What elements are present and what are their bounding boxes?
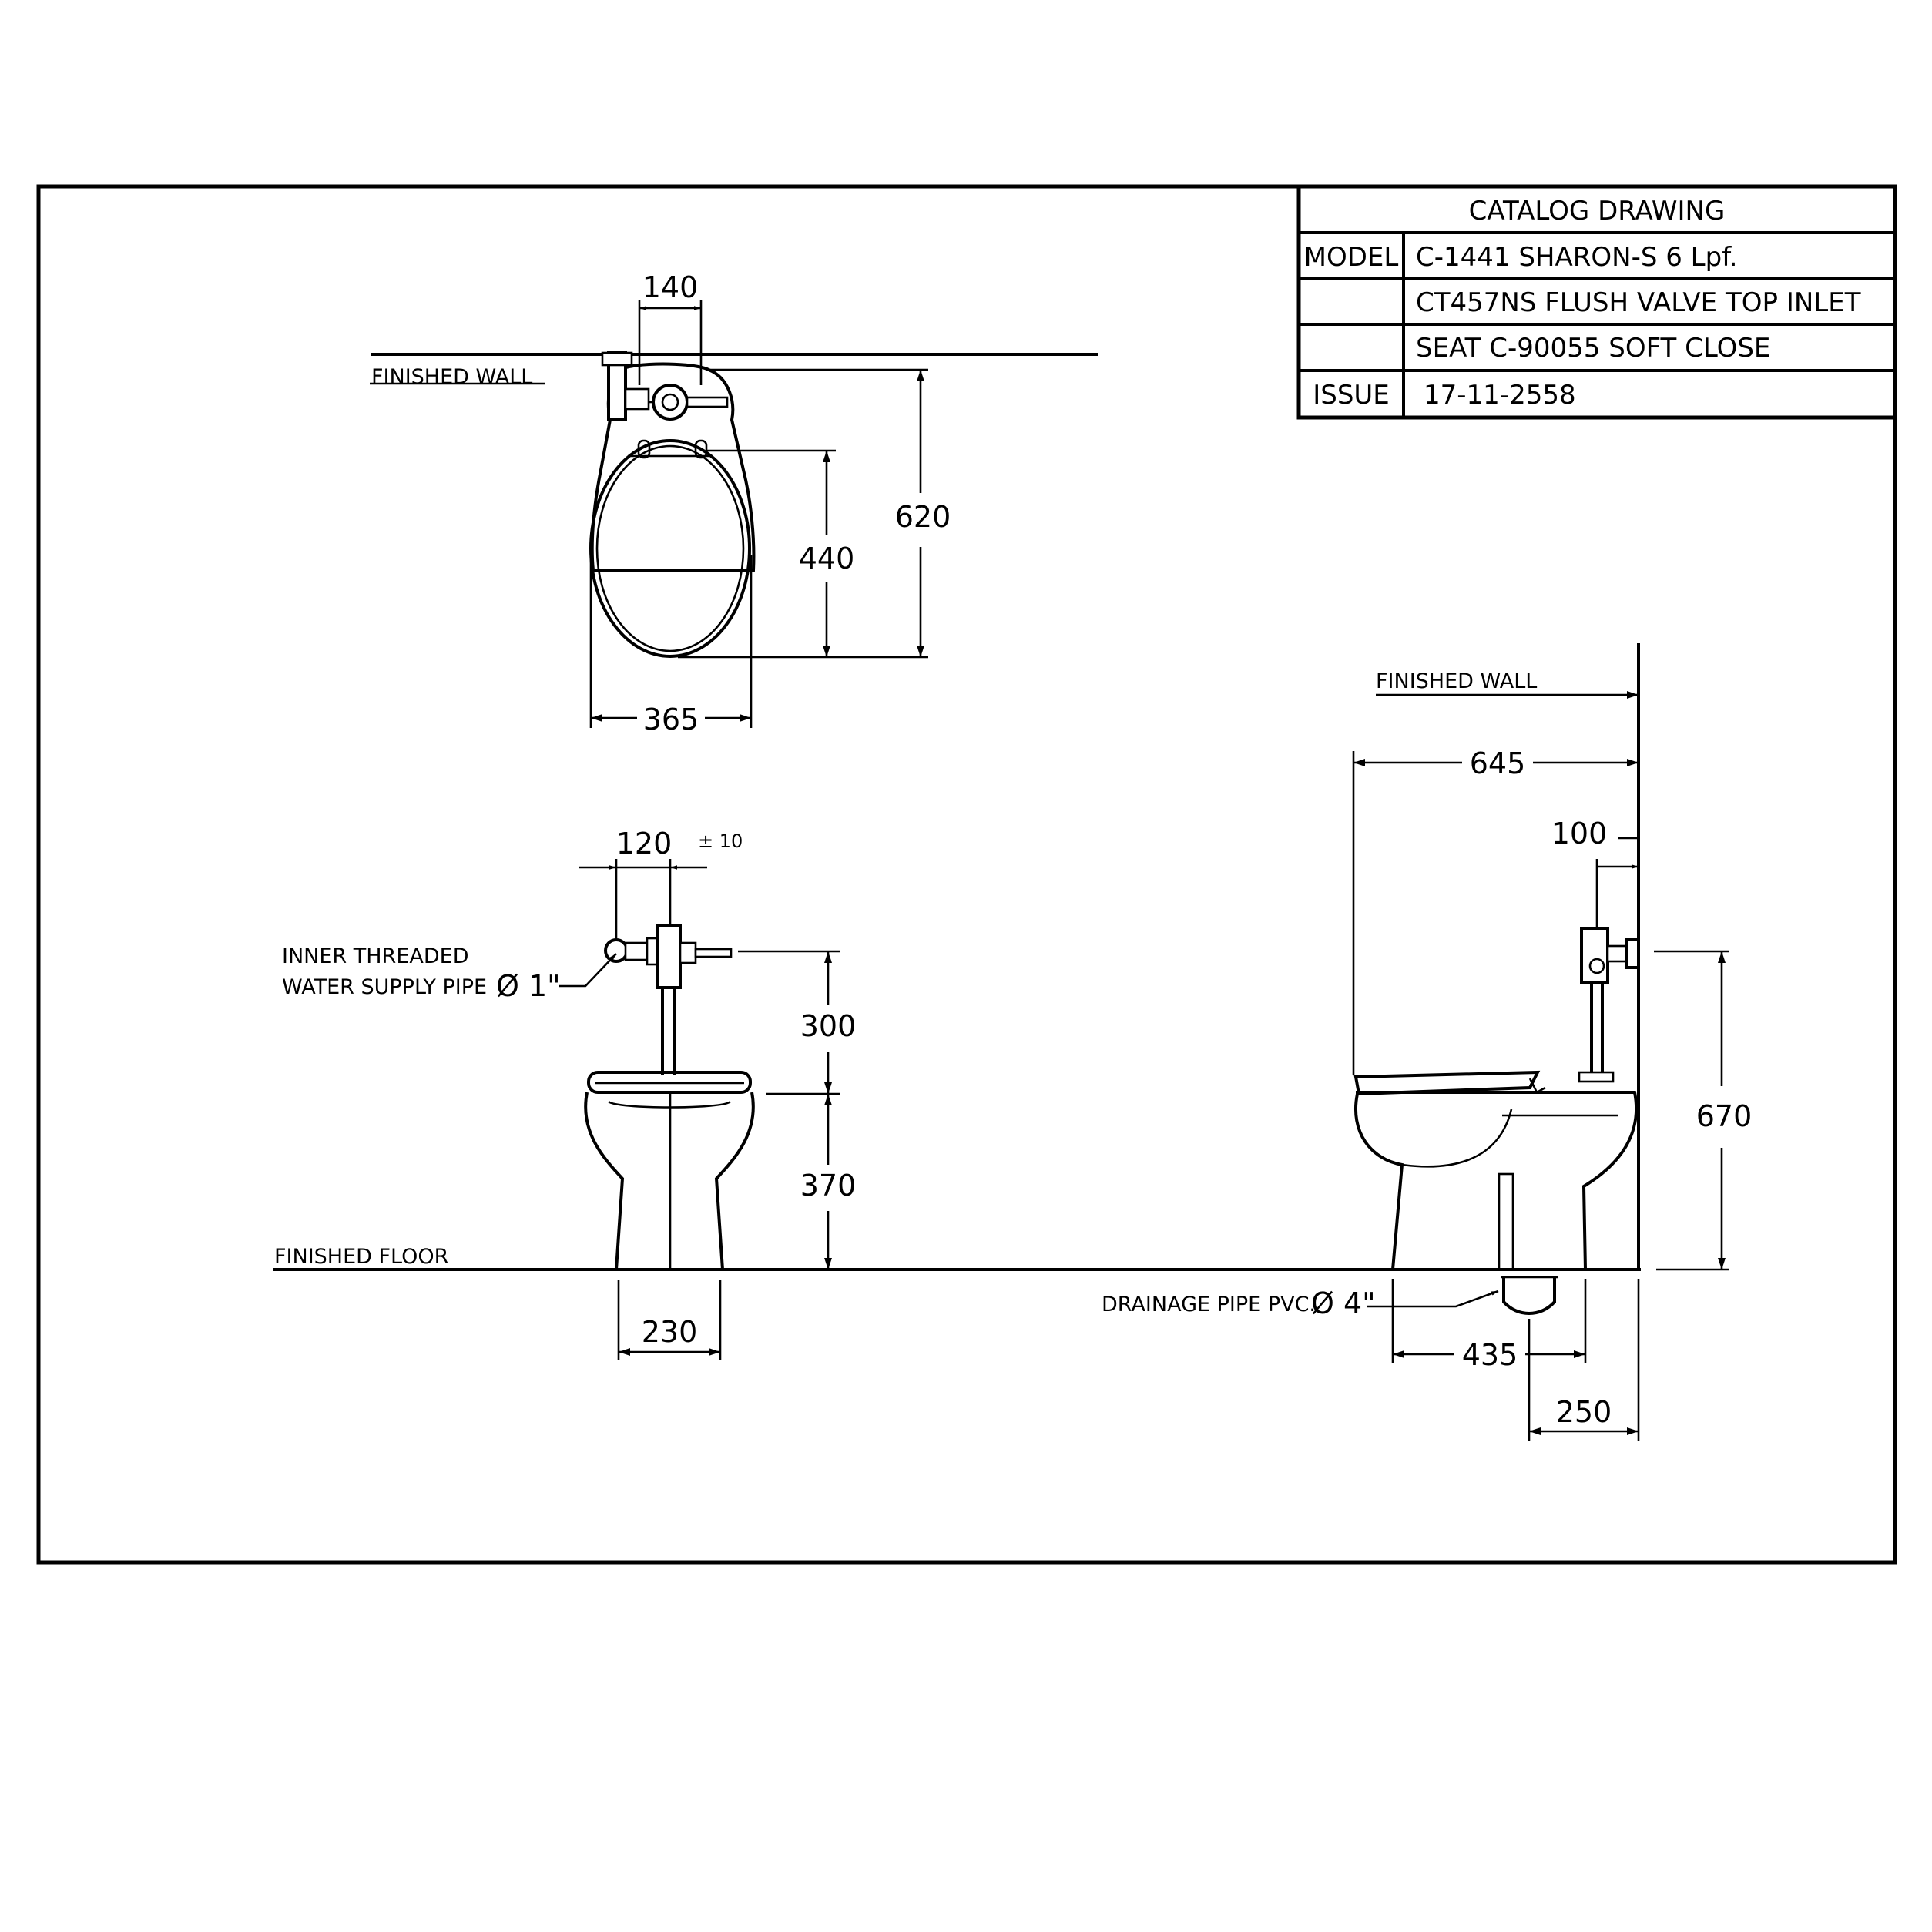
drain-note-size: Ø 4"	[1311, 1286, 1376, 1320]
drain-note: DRAINAGE PIPE PVC.	[1102, 1293, 1316, 1317]
dim-overall-depth: 620	[895, 500, 951, 534]
model-value: C-1441 SHARON-S 6 Lpf.	[1416, 242, 1738, 273]
issue-label: ISSUE	[1313, 380, 1390, 411]
dim-seat-depth: 440	[799, 542, 855, 575]
flush-valve-value: CT457NS FLUSH VALVE TOP INLET	[1416, 287, 1861, 318]
dim-wall-offset: 100	[1551, 817, 1608, 850]
inlet-note-line2: WATER SUPPLY PIPE	[282, 975, 487, 999]
dim-rough-in: 250	[1556, 1395, 1612, 1429]
front-view: FINISHED FLOOR INNER THREADED WATER SUPP…	[273, 827, 1641, 1360]
front-floor-label: FINISHED FLOOR	[274, 1245, 448, 1269]
model-label: MODEL	[1304, 242, 1399, 273]
title-block: CATALOG DRAWING MODEL C-1441 SHARON-S 6 …	[1296, 184, 1897, 420]
top-view-wall-label: FINISHED WALL	[371, 365, 532, 389]
dim-rim-height: 370	[800, 1169, 857, 1202]
drawing-frame	[36, 184, 1897, 1565]
dim-side-depth: 645	[1470, 746, 1526, 780]
side-wall-label: FINISHED WALL	[1376, 669, 1537, 693]
inlet-note-line1: INNER THREADED	[282, 944, 469, 968]
dim-base-length: 435	[1462, 1338, 1518, 1372]
issue-value: 17-11-2558	[1424, 380, 1576, 411]
dim-width: 365	[643, 703, 699, 736]
dim-valve-height: 300	[800, 1009, 857, 1043]
top-view: FINISHED WALL 140 620 440	[370, 270, 1098, 736]
dim-inlet-height: 670	[1696, 1099, 1753, 1133]
dim-offset: 120	[616, 827, 673, 860]
dim-valve-width: 140	[642, 270, 699, 304]
title-block-heading: CATALOG DRAWING	[1469, 196, 1726, 226]
dim-base-width: 230	[642, 1315, 698, 1349]
toilet-seat-oval	[589, 439, 751, 658]
dim-offset-tolerance: ± 10	[698, 830, 743, 852]
seat-value: SEAT C-90055 SOFT CLOSE	[1416, 333, 1770, 364]
inlet-note-size: Ø 1"	[496, 969, 561, 1003]
side-view: FINISHED WALL 645 100 DRAINAGE PIPE PV	[1102, 643, 1752, 1441]
